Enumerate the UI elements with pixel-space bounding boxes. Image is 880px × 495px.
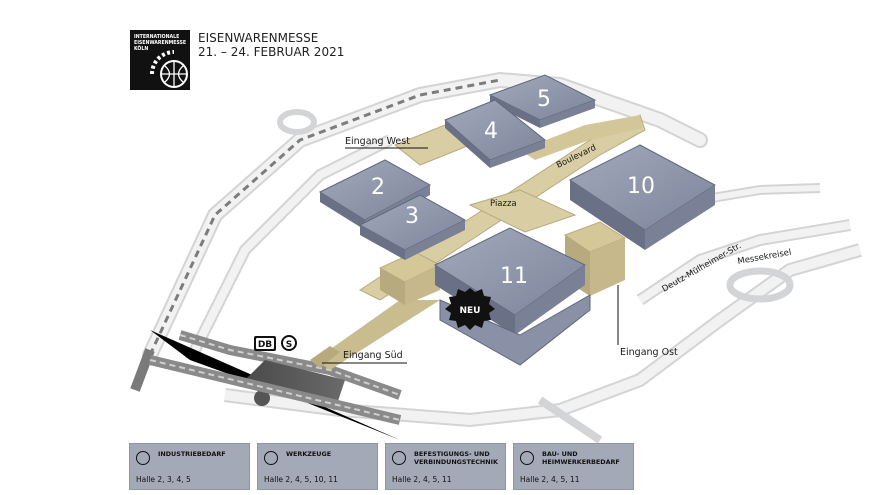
sbahn-logo: S xyxy=(281,335,297,351)
elevated-rail-left xyxy=(148,78,501,356)
fastener-icon xyxy=(392,451,406,465)
hall-3-number: 3 xyxy=(405,204,419,229)
legend-title: BAU- UND HEIMWERKERBEDARF xyxy=(542,450,620,466)
hall-3[interactable] xyxy=(358,194,467,260)
legend-halls: Halle 2, 4, 5, 11 xyxy=(392,475,452,484)
hall-5-number: 5 xyxy=(537,87,551,112)
hall-11-number: 11 xyxy=(500,264,528,289)
piazza-label: Piazza xyxy=(490,199,517,209)
entrance-west-label: Eingang West xyxy=(345,136,410,147)
trowel-icon xyxy=(520,451,534,465)
hall-2-number: 2 xyxy=(371,175,385,200)
entrance-south-label: Eingang Süd xyxy=(343,350,403,361)
legend-title: BEFESTIGUNGS- UND VERBINDUNGSTECHNIK xyxy=(414,450,498,466)
legend-werkzeuge: WERKZEUGE Halle 2, 4, 5, 10, 11 xyxy=(257,443,378,490)
fair-logo: INTERNATIONALE EISENWARENMESSE KÖLN xyxy=(130,30,190,90)
entrance-east-label: Eingang Ost xyxy=(620,347,678,358)
event-dates: 21. – 24. FEBRUAR 2021 xyxy=(198,45,345,59)
db-logo: DB xyxy=(254,336,276,351)
railway-track xyxy=(130,330,402,440)
legend-title: WERKZEUGE xyxy=(286,450,332,458)
hall-11[interactable] xyxy=(433,227,591,366)
legend-befestigung: BEFESTIGUNGS- UND VERBINDUNGSTECHNIK Hal… xyxy=(385,443,506,490)
legend-halls: Halle 2, 4, 5, 11 xyxy=(520,475,580,484)
legend-heimwerker: BAU- UND HEIMWERKERBEDARF Halle 2, 4, 5,… xyxy=(513,443,634,490)
legend-halls: Halle 2, 3, 4, 5 xyxy=(136,475,191,484)
headphones-icon xyxy=(136,451,150,465)
new-badge-label: NEU xyxy=(460,306,481,316)
db-logo-text: DB xyxy=(258,340,272,350)
legend-industriebedarf: INDUSTRIEBEDARF Halle 2, 3, 4, 5 xyxy=(129,443,250,490)
hall-10-number: 10 xyxy=(627,174,655,199)
fair-logo-text: INTERNATIONALE EISENWARENMESSE KÖLN xyxy=(134,34,187,52)
event-title: EISENWARENMESSE 21. – 24. FEBRUAR 2021 xyxy=(198,31,344,59)
event-name: EISENWARENMESSE xyxy=(198,31,319,45)
legend-halls: Halle 2, 4, 5, 10, 11 xyxy=(264,475,338,484)
hall-4[interactable] xyxy=(444,99,547,168)
hall-10[interactable] xyxy=(569,144,716,250)
sbahn-logo-text: S xyxy=(286,340,292,350)
compass-tool-icon xyxy=(264,451,278,465)
new-badge: NEU xyxy=(445,288,495,330)
legend-title: INDUSTRIEBEDARF xyxy=(158,450,226,458)
globe-gear-icon xyxy=(150,50,188,88)
hall-4-number: 4 xyxy=(484,119,498,144)
hall-5[interactable] xyxy=(488,74,597,128)
